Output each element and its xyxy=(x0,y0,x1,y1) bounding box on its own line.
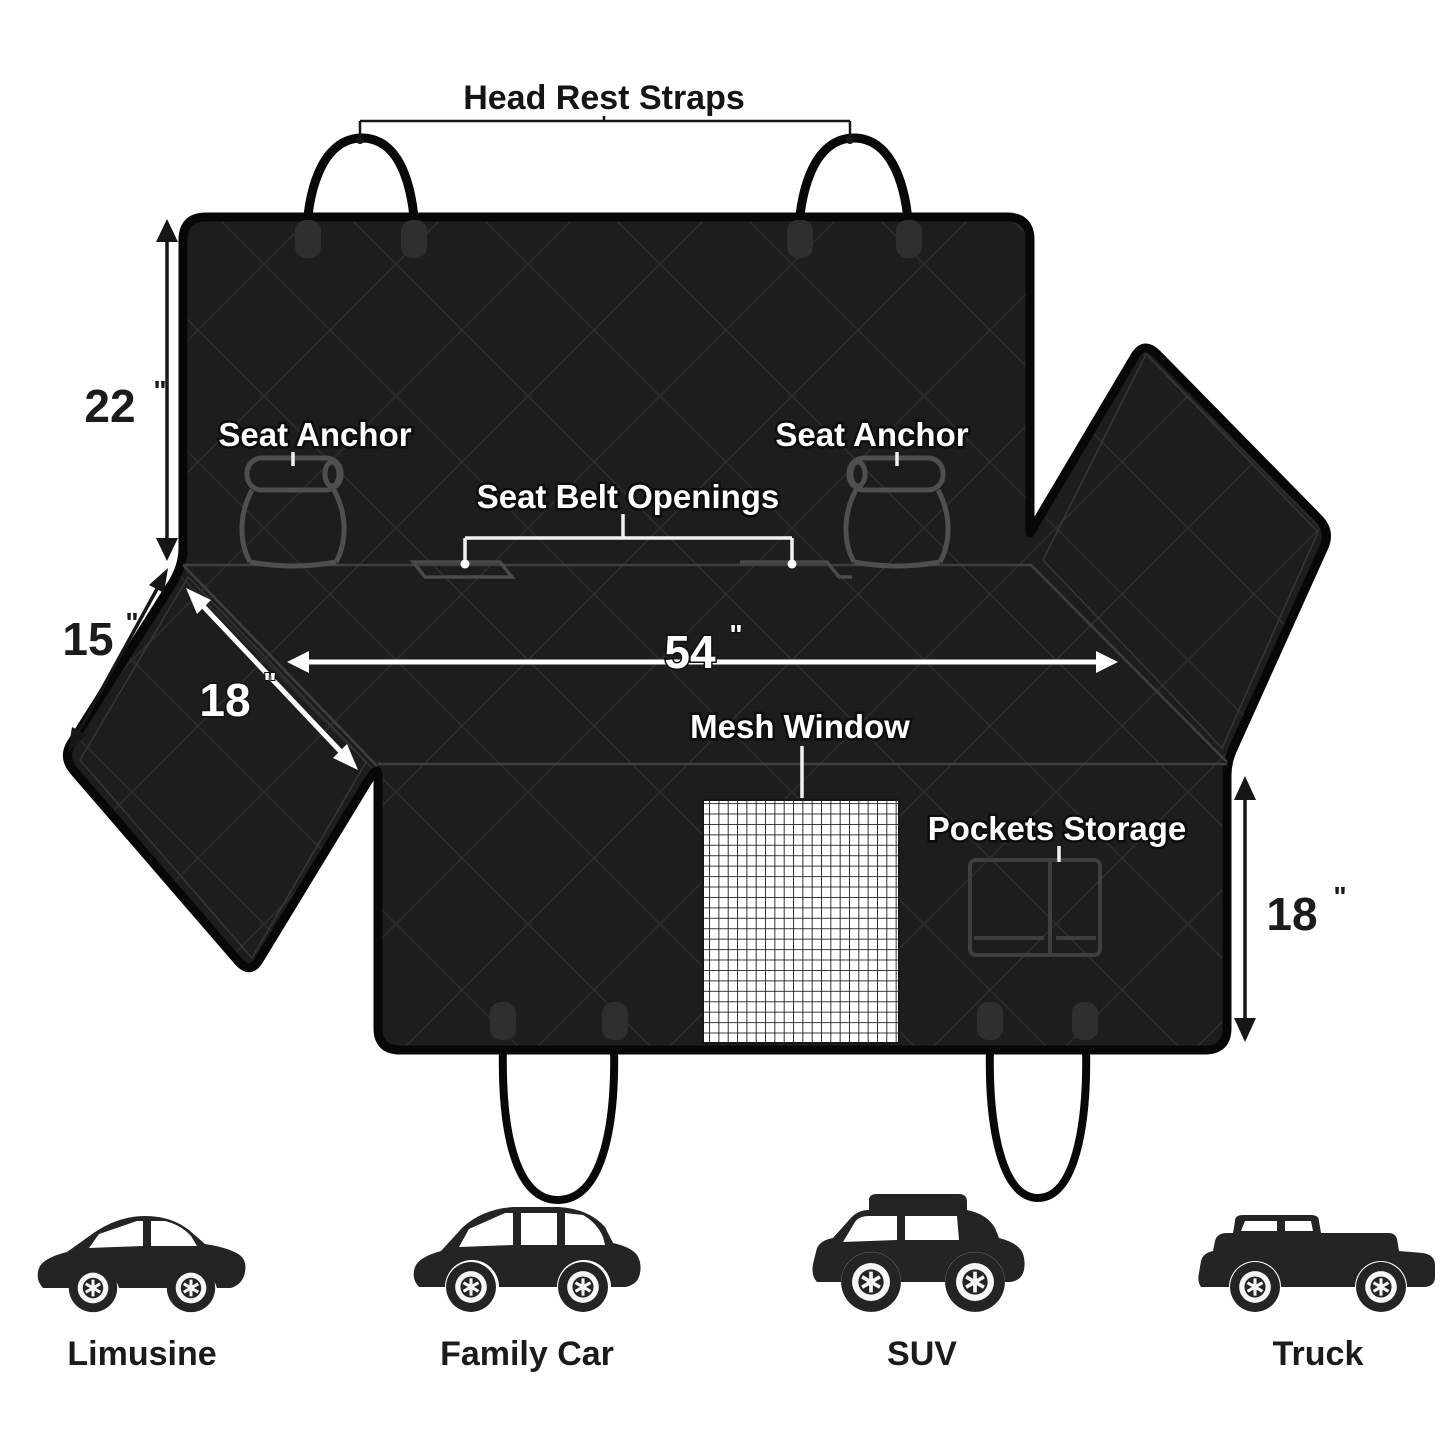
strap-tab xyxy=(490,1002,516,1040)
bottom-strap-loops xyxy=(498,1042,1091,1205)
dim-18-flap-unit: " xyxy=(263,667,276,698)
pickup-truck-icon xyxy=(1198,1215,1435,1314)
seat-belt-slot-left xyxy=(409,560,516,579)
right-flap-seam xyxy=(1029,563,1228,763)
dim-54-unit: " xyxy=(729,619,742,650)
dimension-bench-depth: 18 " xyxy=(1234,776,1347,1042)
right-flap-inner-line xyxy=(1042,352,1319,750)
seat-belt-openings-label: Seat Belt Openings xyxy=(477,478,780,515)
dimension-backrest-height: 22 " xyxy=(84,219,178,561)
vehicle-suv: SUV xyxy=(812,1194,1025,1373)
left-flap-inner-line xyxy=(79,575,367,960)
dim-18-flap-value: 18 xyxy=(199,674,250,726)
vehicle-label: Truck xyxy=(1273,1335,1364,1373)
vehicle-truck: Truck xyxy=(1198,1215,1435,1373)
dim-22-unit: " xyxy=(153,375,166,406)
dimension-flap-width: 15 " xyxy=(62,568,168,752)
mesh-window-label: Mesh Window xyxy=(690,708,910,745)
seat-anchor-left-label: Seat Anchor xyxy=(218,416,411,453)
strap-tabs xyxy=(295,220,1098,1040)
strap-tab xyxy=(401,220,427,258)
strap-tab xyxy=(602,1002,628,1040)
strap-tab xyxy=(896,220,922,258)
dim-18-bench-unit: " xyxy=(1333,881,1346,912)
dim-15-unit: " xyxy=(125,607,138,638)
vehicle-limusine: Limusine xyxy=(37,1216,246,1373)
strap-tab xyxy=(295,220,321,258)
suv-icon xyxy=(812,1194,1025,1314)
seat-belt-slot-right xyxy=(740,560,852,579)
left-flap-seam xyxy=(182,564,378,767)
mesh-window-panel xyxy=(702,799,900,1044)
vehicle-label: Limusine xyxy=(67,1335,216,1373)
head-rest-strap-loop-right xyxy=(794,133,914,269)
vehicle-family-car: Family Car xyxy=(413,1207,641,1373)
bottom-strap-loop-right xyxy=(985,1042,1091,1203)
seat-anchor-right-label: Seat Anchor xyxy=(775,416,968,453)
storage-pockets xyxy=(968,858,1102,957)
dimension-flap-depth: 18 " xyxy=(186,588,358,770)
dim-18-bench-value: 18 xyxy=(1266,888,1317,940)
dim-15-value: 15 xyxy=(62,613,113,665)
family-car-icon xyxy=(413,1207,641,1314)
head-rest-straps-leader xyxy=(356,116,854,144)
dim-22-value: 22 xyxy=(84,380,135,432)
vehicle-label: SUV xyxy=(887,1335,957,1373)
strap-tab xyxy=(977,1002,1003,1040)
sedan-car-icon xyxy=(37,1216,246,1314)
cover-silhouette xyxy=(63,212,1331,1055)
strap-tab xyxy=(1072,1002,1098,1040)
dim-54-value: 54 xyxy=(664,626,716,678)
pockets-storage-label: Pockets Storage xyxy=(928,810,1187,847)
dimension-cover-width: 54 " xyxy=(287,618,1118,680)
vehicle-label: Family Car xyxy=(440,1335,614,1373)
bottom-strap-loop-left xyxy=(498,1042,619,1205)
seat-belt-openings-leader xyxy=(460,514,797,569)
head-rest-straps-label: Head Rest Straps xyxy=(463,79,745,117)
strap-tab xyxy=(787,220,813,258)
